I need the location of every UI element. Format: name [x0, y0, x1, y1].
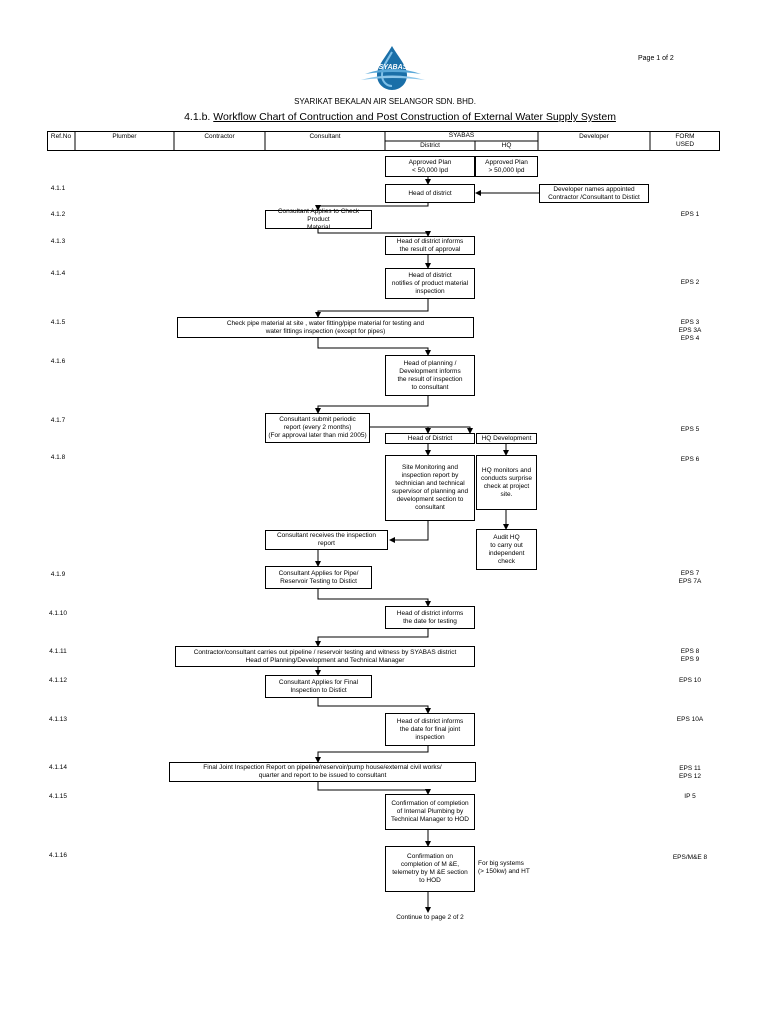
- form-4-1-14: EPS 11 EPS 12: [678, 765, 702, 780]
- ref-4-1-16: 4.1.16: [48, 852, 68, 859]
- developer-appoints-box: Developer names appointed Contractor /Co…: [539, 184, 649, 203]
- ref-4-1-6: 4.1.6: [50, 358, 66, 365]
- ref-4-1-10: 4.1.10: [48, 610, 68, 617]
- continue-note: Continue to page 2 of 2: [396, 914, 464, 921]
- title-text: Workflow Chart of Contruction and Post C…: [213, 111, 616, 123]
- col-hq: HQ: [501, 142, 512, 149]
- ref-4-1-2: 4.1.2: [50, 211, 66, 218]
- col-consultant: Consultant: [309, 133, 341, 140]
- ref-4-1-9: 4.1.9: [50, 571, 66, 578]
- consultant-receives-report-box: Consultant receives the inspection repor…: [265, 530, 388, 550]
- col-developer: Developer: [579, 133, 609, 140]
- consultant-applies-product-box: Consultant Applies to Check Product Mate…: [265, 208, 372, 231]
- consultant-periodic-report-box: Consultant submit periodic report (every…: [265, 413, 370, 443]
- check-pipe-material-box: Check pipe material at site , water fitt…: [177, 317, 474, 338]
- logo-text: SYABAS: [378, 64, 408, 71]
- form-4-1-16: EPS/M&E 8: [672, 854, 708, 861]
- form-4-1-11: EPS 8 EPS 9: [680, 648, 700, 663]
- col-form-used: FORM USED: [675, 133, 695, 148]
- page-title: 4.1.b. Workflow Chart of Contruction and…: [120, 111, 680, 123]
- confirmation-plumbing-box: Confirmation of completion of Internal P…: [385, 794, 475, 830]
- form-4-1-4: EPS 2: [680, 279, 700, 286]
- ref-4-1-8: 4.1.8: [50, 454, 66, 461]
- col-syabas: SYABAS: [448, 132, 475, 139]
- form-4-1-15: IP 5: [684, 793, 696, 800]
- consultant-final-inspection-box: Consultant Applies for Final Inspection …: [265, 675, 372, 698]
- form-4-1-7: EPS 5: [680, 426, 700, 433]
- form-4-1-5: EPS 3 EPS 3A EPS 4: [678, 319, 702, 342]
- head-of-district-417-box: Head of District: [385, 433, 475, 444]
- site-monitoring-box: Site Monitoring and inspection report by…: [385, 455, 475, 521]
- hod-informs-approval-box: Head of district informs the result of a…: [385, 236, 475, 255]
- col-plumber: Plumber: [112, 133, 137, 140]
- ref-4-1-7: 4.1.7: [50, 417, 66, 424]
- title-prefix: 4.1.b.: [184, 111, 211, 123]
- page-number: Page 1 of 2: [638, 55, 674, 62]
- company-name: SYARIKAT BEKALAN AIR SELANGOR SDN. BHD.: [294, 97, 476, 106]
- approved-plan-district-box: Approved Plan < 50,000 lpd: [385, 156, 475, 177]
- ref-4-1-3: 4.1.3: [50, 238, 66, 245]
- hod-final-inspection-date-box: Head of district informs the date for fi…: [385, 713, 475, 746]
- ref-4-1-11: 4.1.11: [49, 648, 67, 655]
- hod-date-testing-box: Head of district informs the date for te…: [385, 606, 475, 629]
- hq-monitors-box: HQ monitors and conducts surprise check …: [476, 455, 537, 510]
- ref-4-1-13: 4.1.13: [48, 716, 68, 723]
- column-header-table: [47, 131, 720, 151]
- ref-4-1-4: 4.1.4: [50, 270, 66, 277]
- contractor-testing-box: Contractor/consultant carries out pipeli…: [175, 646, 475, 667]
- form-4-1-8: EPS 6: [680, 456, 700, 463]
- audit-hq-box: Audit HQ to carry out independent check: [476, 529, 537, 570]
- form-4-1-13: EPS 10A: [676, 716, 704, 723]
- big-systems-note: For big systems (> 150kw) and HT: [478, 860, 530, 875]
- ref-4-1-15: 4.1.15: [48, 793, 68, 800]
- col-district: District: [420, 142, 440, 149]
- col-refno: Ref.No: [50, 133, 72, 140]
- head-planning-informs-box: Head of planning / Development informs t…: [385, 355, 475, 396]
- ref-4-1-12: 4.1.12: [48, 677, 68, 684]
- form-4-1-2: EPS 1: [680, 211, 700, 218]
- ref-4-1-14: 4.1.14: [48, 764, 68, 771]
- form-4-1-9: EPS 7 EPS 7A: [678, 570, 702, 585]
- ref-4-1-5: 4.1.5: [50, 319, 66, 326]
- approved-plan-hq-box: Approved Plan > 50,000 lpd: [475, 156, 538, 177]
- confirmation-me-box: Confirmation on completion of M &E, tele…: [385, 846, 475, 892]
- syabas-logo: SYABAS: [355, 44, 430, 92]
- consultant-applies-testing-box: Consultant Applies for Pipe/ Reservoir T…: [265, 566, 372, 589]
- head-of-district-box: Head of district: [385, 184, 475, 203]
- hq-development-box: HQ Development: [476, 433, 537, 444]
- form-4-1-12: EPS 10: [678, 677, 702, 684]
- hod-notifies-inspection-box: Head of district notifies of product mat…: [385, 268, 475, 299]
- final-joint-inspection-box: Final Joint Inspection Report on pipelin…: [169, 762, 476, 782]
- col-contractor: Contractor: [204, 133, 235, 140]
- ref-4-1-1: 4.1.1: [50, 185, 66, 192]
